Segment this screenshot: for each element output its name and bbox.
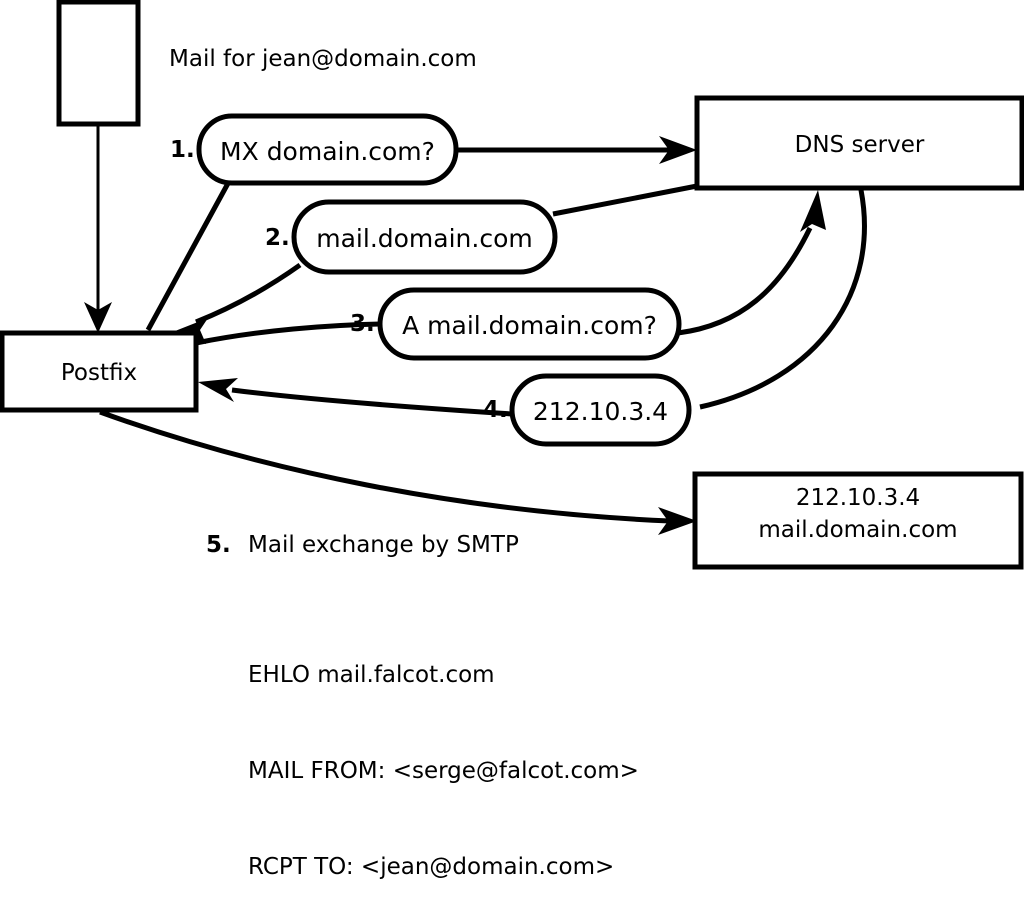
step-number-5: 5. — [206, 532, 231, 558]
edge-step1-mx-query — [145, 136, 697, 332]
edge-step5-smtp — [99, 409, 697, 535]
bubble-step-3-label: A mail.domain.com? — [402, 311, 657, 340]
node-target-label-line2: mail.domain.com — [758, 517, 958, 543]
edge-sender-to-postfix — [84, 126, 112, 333]
bubble-step-1-label: MX domain.com? — [220, 137, 435, 166]
step-number-4: 4. — [483, 397, 508, 423]
node-dns-box[interactable] — [694, 95, 1024, 191]
smtp-transcript: EHLO mail.falcot.com MAIL FROM: <serge@f… — [248, 595, 639, 919]
node-postfix-box[interactable] — [0, 330, 199, 413]
smtp-line: MAIL FROM: <serge@falcot.com> — [248, 758, 639, 784]
node-target-label-line1: 212.10.3.4 — [795, 485, 921, 511]
edge-step3-a-query — [195, 190, 826, 346]
node-sender-box[interactable] — [56, 0, 141, 127]
smtp-line: RCPT TO: <jean@domain.com> — [248, 854, 615, 880]
bubble-step-2-label: mail.domain.com — [316, 224, 533, 253]
step-number-1: 1. — [170, 137, 195, 163]
node-dns-label: DNS server — [794, 132, 925, 158]
page-caption: Mail for jean@domain.com — [169, 46, 477, 72]
smtp-line: EHLO mail.falcot.com — [248, 662, 495, 688]
bubble-step-2[interactable] — [291, 199, 558, 275]
step-number-3: 3. — [350, 311, 375, 337]
bubble-step-4[interactable] — [509, 373, 692, 447]
bubble-step-3[interactable] — [377, 287, 682, 361]
node-postfix-label: Postfix — [60, 360, 138, 386]
bubble-step-4-label: 212.10.3.4 — [532, 397, 669, 426]
step-5-label: Mail exchange by SMTP — [248, 532, 519, 558]
bubble-step-1[interactable] — [196, 113, 459, 186]
step-number-2: 2. — [265, 225, 290, 251]
edge-step4-a-answer — [198, 189, 867, 417]
node-target-box[interactable] — [692, 471, 1024, 570]
